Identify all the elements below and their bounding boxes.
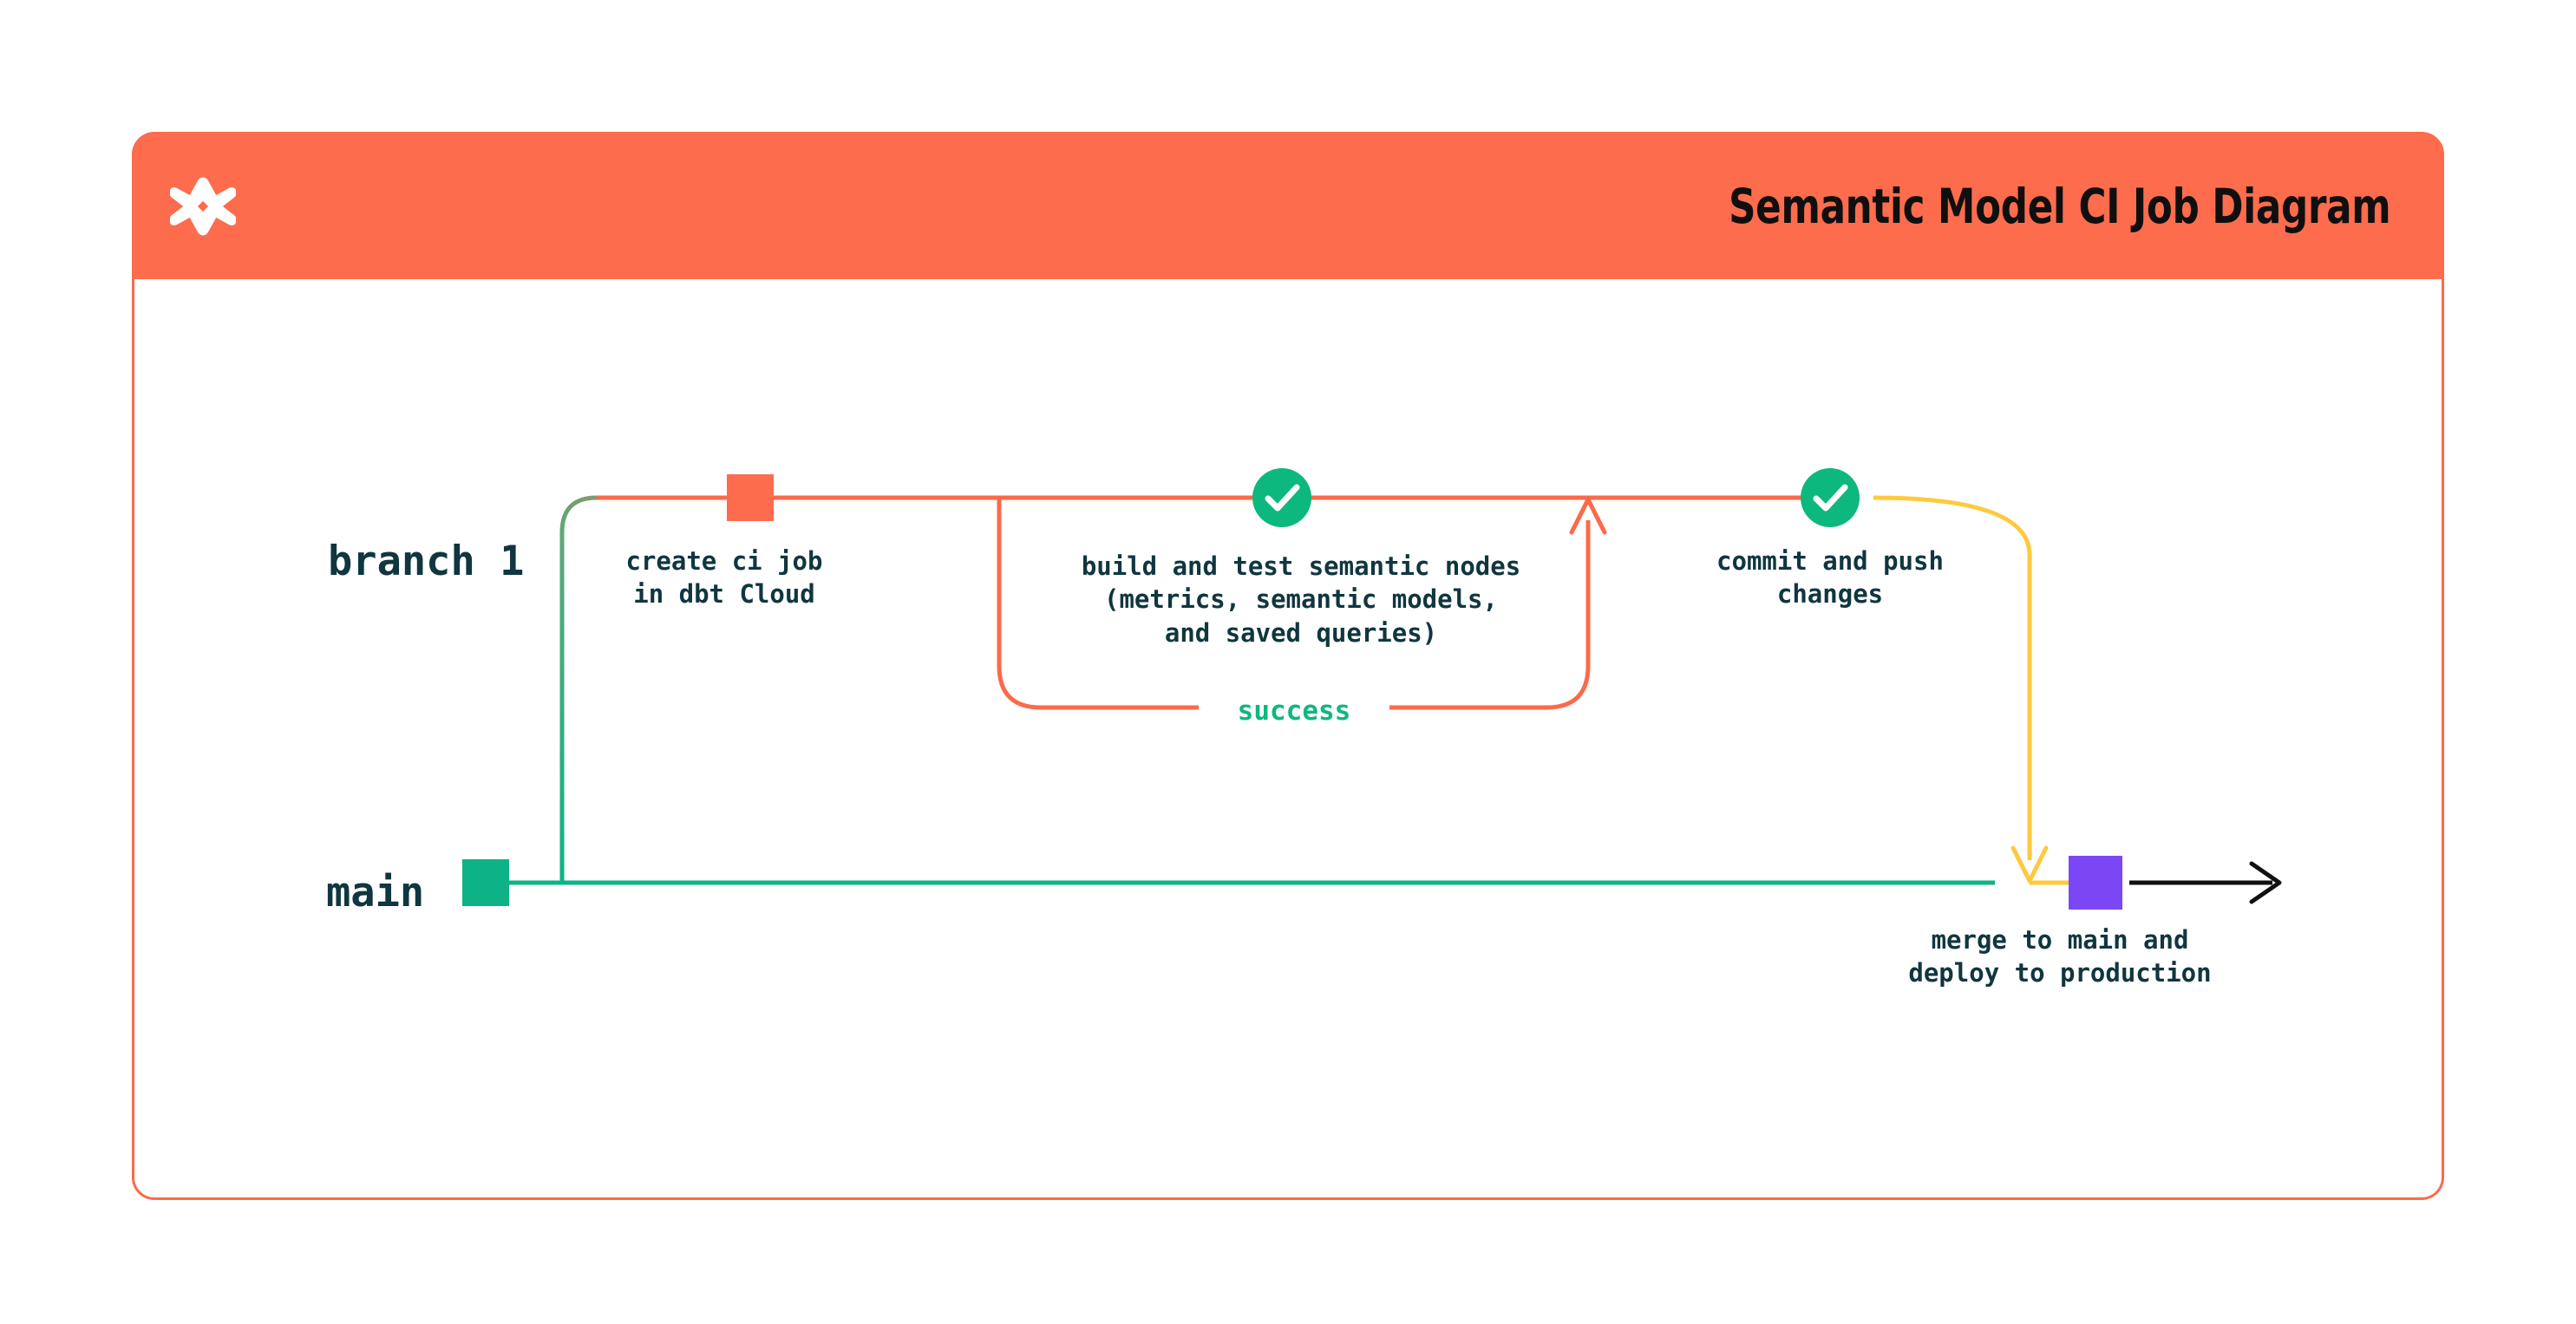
card-header: Semantic Model CI Job Diagram — [132, 132, 2444, 281]
page-title: Semantic Model CI Job Diagram — [1728, 179, 2391, 234]
edge-label-success: success — [1199, 695, 1389, 727]
node-label-create-ci-job: create ci job in dbt Cloud — [625, 546, 823, 610]
node-label-merge-to-main: merge to main and deploy to production — [1908, 925, 2212, 988]
card-body — [132, 279, 2444, 1200]
diagram-card: Semantic Model CI Job Diagram — [132, 132, 2444, 1200]
lane-label-main: main — [326, 869, 425, 916]
node-label-commit-and-push: commit and push changes — [1716, 546, 1944, 610]
node-label-build-and-test: build and test semantic nodes (metrics, … — [1081, 551, 1521, 648]
dbt-logo-icon — [170, 177, 236, 236]
lane-label-branch-1: branch 1 — [328, 538, 525, 585]
